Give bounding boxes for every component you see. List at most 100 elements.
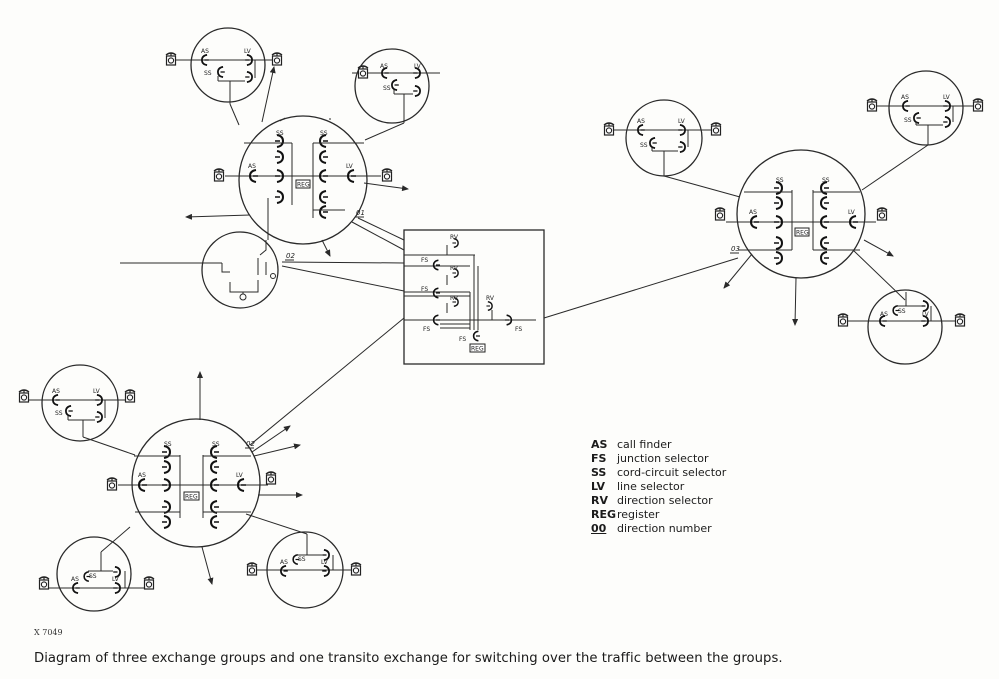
telephone-icon xyxy=(265,471,277,485)
ss-label: SS xyxy=(276,130,284,137)
legend-code: RV xyxy=(591,494,608,507)
telephone-icon xyxy=(954,313,966,327)
as-label: AS xyxy=(201,48,209,55)
sub-exchange-2a: AS LV SS xyxy=(18,364,136,456)
as-label: AS xyxy=(380,63,388,70)
rv-label: RV xyxy=(450,295,459,302)
lv-label: LV xyxy=(93,388,101,395)
rv-label: RV xyxy=(486,295,495,302)
manual-exchange: 02 xyxy=(120,231,295,309)
ss-label: SS xyxy=(204,70,212,77)
lv-label: LV xyxy=(922,311,930,318)
direction-number-01: 01 xyxy=(356,209,365,217)
register-box xyxy=(469,343,486,353)
reg-label: REG xyxy=(471,346,484,353)
direction-number-03: 03 xyxy=(731,245,740,253)
as-label: AS xyxy=(637,118,645,125)
telephone-icon xyxy=(213,168,225,182)
selector-icon xyxy=(486,301,493,311)
sub-exchange-3b: AS LV SS xyxy=(861,70,984,191)
exchange-2-boundary xyxy=(131,418,261,548)
as-label: AS xyxy=(138,472,146,479)
as-label: AS xyxy=(248,163,256,170)
lv-label: LV xyxy=(112,576,120,583)
telephone-icon xyxy=(876,207,888,221)
selector-icon xyxy=(921,300,929,312)
telephone-icon xyxy=(38,576,50,590)
legend-meaning: register xyxy=(617,508,660,521)
as-label: AS xyxy=(901,94,909,101)
reg-label: REG xyxy=(185,494,198,501)
legend-row: 00 direction number xyxy=(591,522,726,536)
lv-label: LV xyxy=(848,209,856,216)
selector-icon xyxy=(210,460,219,474)
legend-meaning: direction selector xyxy=(617,494,713,507)
as-label: AS xyxy=(71,576,79,583)
selector-icon xyxy=(280,565,288,577)
telephone-icon xyxy=(837,313,849,327)
ss-label: SS xyxy=(898,308,906,315)
figure-caption: Diagram of three exchange groups and one… xyxy=(34,651,783,666)
legend-meaning: direction number xyxy=(617,522,712,535)
figure-number: X 7049 xyxy=(34,628,63,637)
telephone-icon xyxy=(710,122,722,136)
fs-label: FS xyxy=(421,257,428,264)
direction-number-02: 02 xyxy=(286,252,295,260)
ss-label: SS xyxy=(89,573,97,580)
sub-exchange-3c: AS LV SS xyxy=(837,289,966,365)
selector-icon xyxy=(413,85,421,97)
sub-exchange-1b: AS LV SS xyxy=(352,48,440,141)
ss-label: SS xyxy=(383,85,391,92)
selector-icon xyxy=(162,460,171,474)
ss-label: SS xyxy=(640,142,648,149)
legend-code: 00 xyxy=(591,522,607,535)
sub-exchange-3a: AS LV SS xyxy=(603,99,741,198)
legend-meaning: line selector xyxy=(617,480,685,493)
exchange-3-boundary xyxy=(736,149,866,279)
ss-label: SS xyxy=(822,177,830,184)
ss-label: SS xyxy=(212,441,220,448)
transit-exchange: REG FS FS FS FS FS RV RV RV RV xyxy=(249,217,739,446)
selector-icon xyxy=(432,259,440,271)
selector-icon xyxy=(95,411,103,423)
selector-icon xyxy=(210,500,219,514)
selector-icon xyxy=(820,236,829,250)
transit-exchange-boundary xyxy=(403,229,545,365)
sub-exchange-2c: AS LV SS xyxy=(245,513,362,609)
legend-meaning: cord-circuit selector xyxy=(617,466,727,479)
selector-icon xyxy=(162,515,171,529)
legend-code: FS xyxy=(591,452,607,465)
as-label: AS xyxy=(880,311,888,318)
ss-label: SS xyxy=(298,556,306,563)
sub-exchange-1a: AS LV SS xyxy=(165,27,283,126)
telephone-icon xyxy=(271,52,283,66)
legend-row: RV direction selector xyxy=(591,494,726,508)
legend-code: AS xyxy=(591,438,608,451)
as-label: AS xyxy=(52,388,60,395)
sub-exchange-2b: AS LV SS xyxy=(38,526,155,612)
selector-icon xyxy=(774,251,783,265)
direction-number-02b: 02 xyxy=(246,440,255,448)
as-label: AS xyxy=(749,209,757,216)
telephone-icon xyxy=(866,98,878,112)
selector-icon xyxy=(217,66,225,78)
telephone-icon xyxy=(124,389,136,403)
telephone-icon xyxy=(972,98,984,112)
ss-label: SS xyxy=(776,177,784,184)
selector-icon xyxy=(245,71,253,83)
selector-icon xyxy=(774,236,783,250)
lv-label: LV xyxy=(943,94,951,101)
selector-icon xyxy=(275,150,284,164)
selector-icon xyxy=(210,515,219,529)
selector-icon xyxy=(678,141,686,153)
telephone-icon xyxy=(603,122,615,136)
telephone-icon xyxy=(106,477,118,491)
selector-icon xyxy=(649,137,657,149)
telephone-icon xyxy=(350,562,362,576)
register-box xyxy=(295,179,311,189)
selector-icon xyxy=(820,196,829,210)
